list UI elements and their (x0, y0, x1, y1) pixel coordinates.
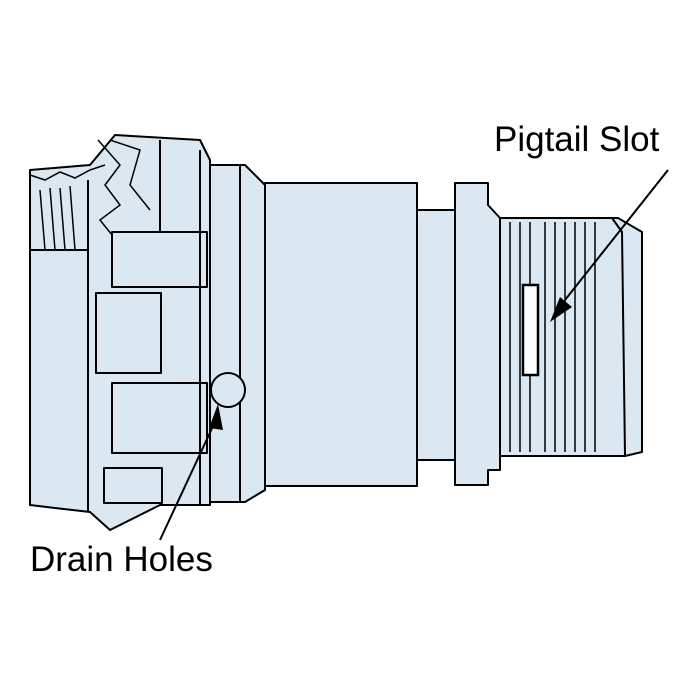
drain-leader-arrow (159, 404, 223, 541)
coupling-nut (29, 134, 211, 531)
threaded-backshell (499, 217, 643, 457)
flange (454, 182, 501, 486)
pigtail-slot (521, 283, 540, 377)
drain-hole (210, 372, 246, 408)
drain-holes-label: Drain Holes (30, 540, 213, 579)
main-barrel (264, 182, 418, 487)
coupling-ring (209, 164, 266, 503)
neck (416, 209, 456, 461)
pigtail-leader-arrow (550, 169, 669, 322)
pigtail-slot-label: Pigtail Slot (494, 120, 660, 159)
